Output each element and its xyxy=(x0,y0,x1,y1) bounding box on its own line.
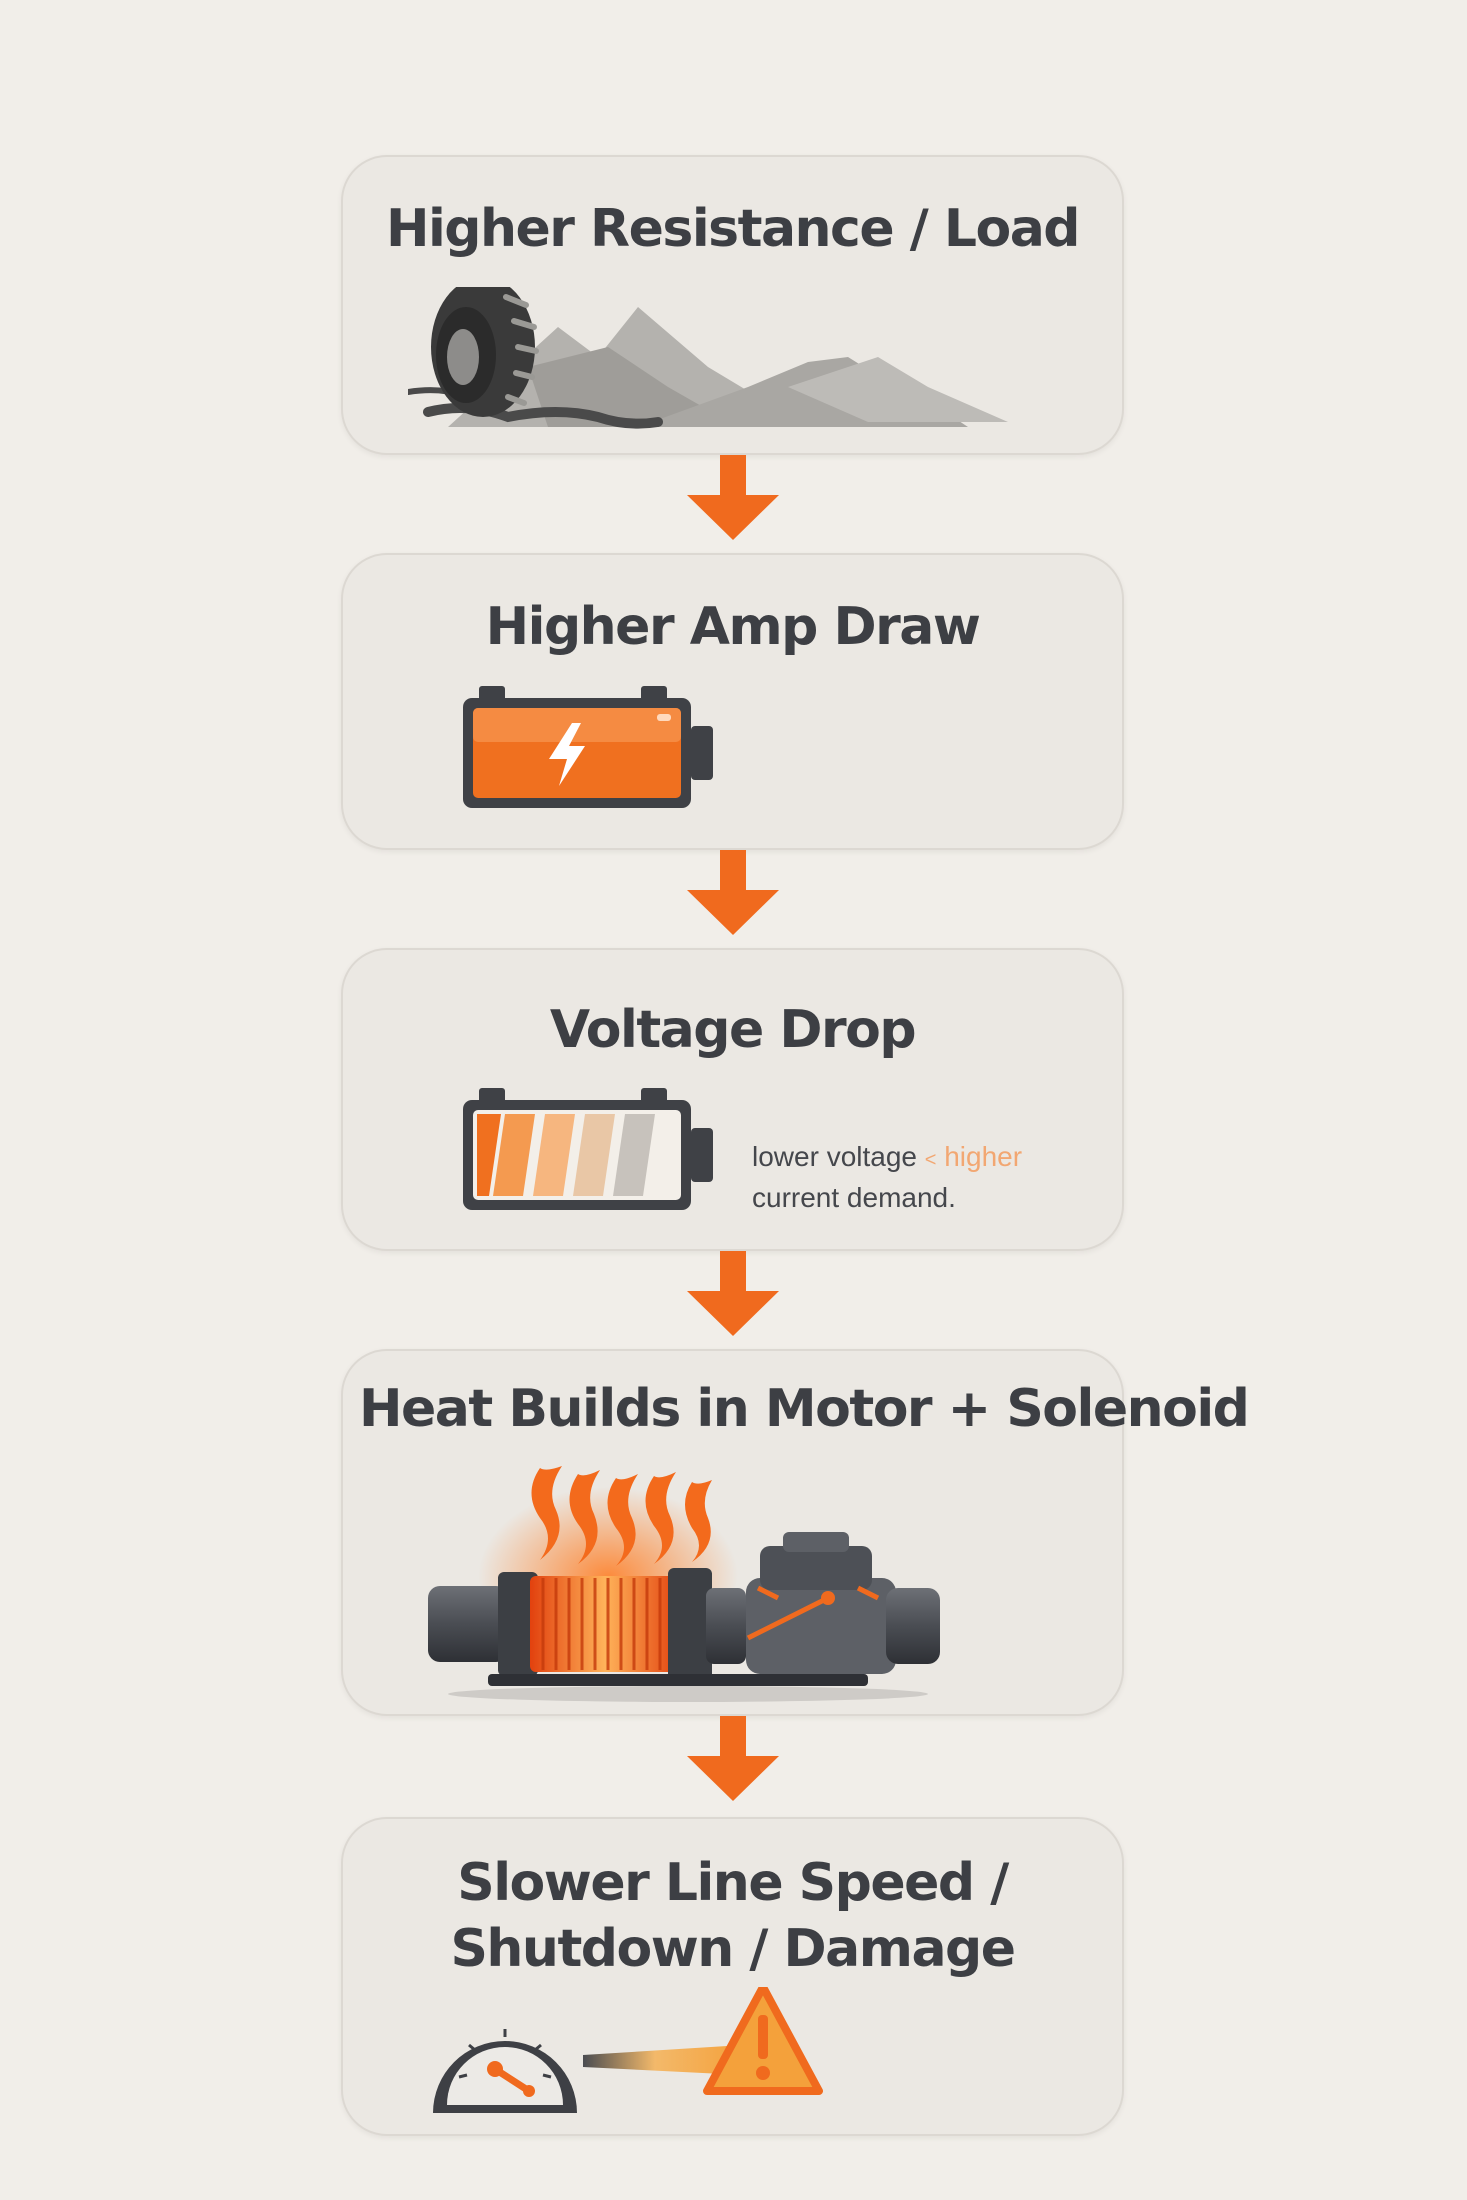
step-title: Heat Builds in Motor + Solenoid xyxy=(359,1379,1250,1439)
battery-lightning-icon xyxy=(463,686,713,808)
tire-terrain-icon xyxy=(408,287,1008,429)
step-title-line1: Slower Line Speed / xyxy=(457,1853,1009,1913)
down-arrow-icon xyxy=(687,850,779,935)
step-card-amp-draw: Higher Amp Draw xyxy=(341,553,1124,850)
note-higher: higher xyxy=(944,1141,1023,1172)
step-card-voltage-drop: Voltage Drop xyxy=(341,948,1124,1251)
down-arrow-icon xyxy=(687,1251,779,1336)
note-arrow: < xyxy=(924,1149,937,1171)
step-title-line2: Shutdown / Damage xyxy=(450,1919,1016,1979)
step-title: Voltage Drop xyxy=(549,1000,917,1060)
step-card-heat: Heat Builds in Motor + Solenoid xyxy=(341,1349,1250,1716)
gauge-warning-icon xyxy=(433,1987,823,2113)
step-card-damage: Slower Line Speed / Shutdown / Damage xyxy=(341,1817,1124,2136)
note-lower-voltage: lower voltage xyxy=(752,1141,917,1172)
note-current-demand: current demand. xyxy=(752,1182,956,1213)
overheating-winch-icon xyxy=(428,1466,940,1702)
down-arrow-icon xyxy=(687,1716,779,1801)
step-card-resistance: Higher Resistance / Load xyxy=(341,155,1124,455)
voltage-note: lower voltage < higher current demand. xyxy=(752,1138,1022,1216)
depleting-battery-icon xyxy=(463,1088,713,1210)
step-title: Higher Amp Draw xyxy=(485,597,981,657)
step-title: Higher Resistance / Load xyxy=(385,199,1081,259)
down-arrow-icon xyxy=(687,455,779,540)
